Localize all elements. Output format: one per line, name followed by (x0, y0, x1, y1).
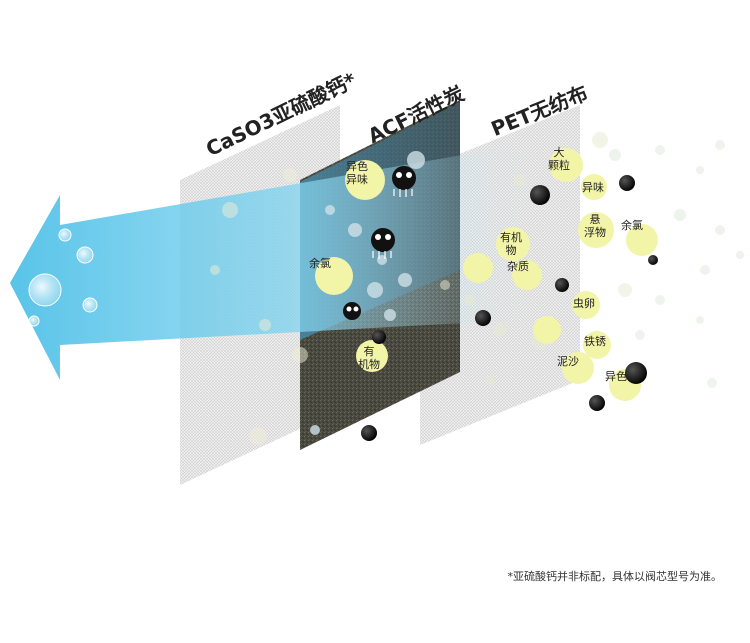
impurity-bubbles (315, 148, 658, 401)
footnote: *亚硫酸钙并非标配，具体以阀芯型号为准。 (507, 570, 723, 583)
germ-icon (392, 166, 416, 197)
pet-misc-label: 杂质 (507, 260, 529, 273)
acf-organic-label: 有 机物 (358, 345, 380, 371)
large-particles-label: 大 颗粒 (548, 146, 570, 172)
sand-label: 泥沙 (557, 355, 579, 368)
rust-label: 铁锈 (584, 335, 606, 348)
clean-water-arrow (10, 145, 520, 380)
acf-odor-label: 异色 异味 (346, 160, 368, 186)
eggs-label: 虫卵 (573, 297, 595, 310)
germ-icon (343, 302, 361, 320)
odor-label: 异味 (582, 181, 604, 194)
pet-organic-label: 有机 物 (500, 231, 522, 257)
acf-chlorine-label: 余氯 (309, 257, 331, 270)
color-label: 异色 (605, 370, 627, 383)
acf-white-dots (310, 151, 425, 435)
suspended-solids-label: 悬 浮物 (584, 213, 606, 239)
outside-chlorine-label: 余氯 (621, 219, 643, 232)
dirt-particles (361, 175, 658, 441)
water-bubbles (28, 228, 98, 327)
germ-icon (371, 228, 395, 259)
faint-particles (210, 132, 744, 445)
